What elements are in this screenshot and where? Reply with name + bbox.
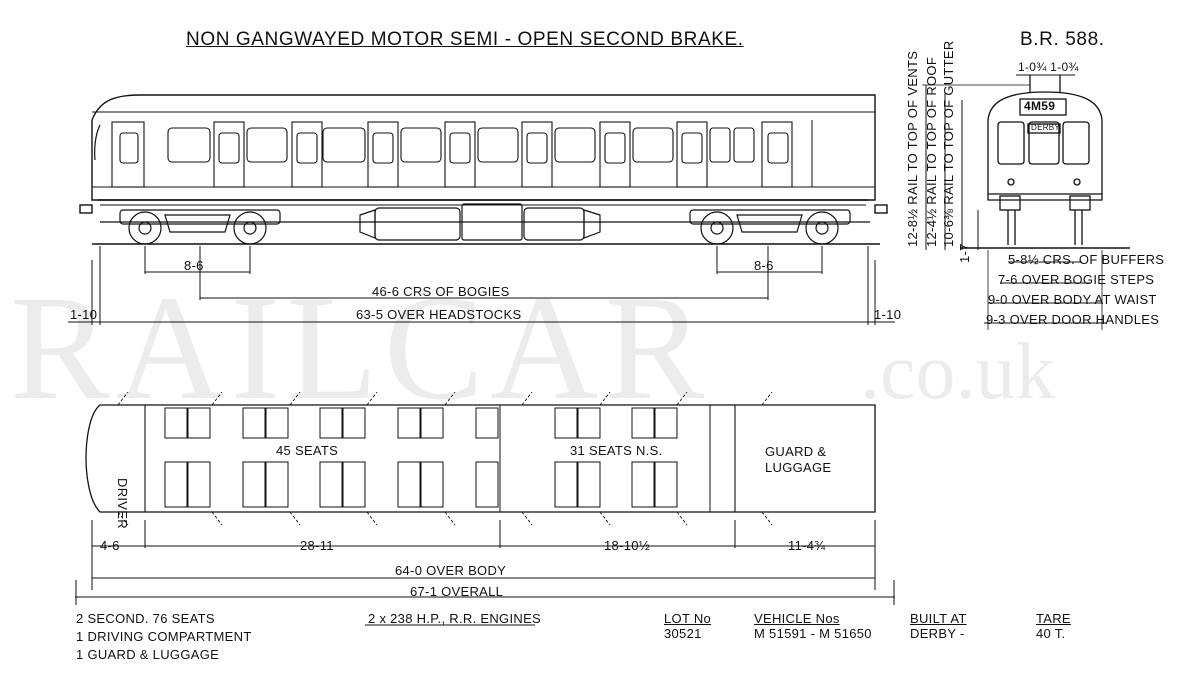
width-door-handles: 9-3 OVER DOOR HANDLES	[986, 312, 1160, 327]
destination-blind: DERBY	[1031, 123, 1061, 132]
end-view	[922, 74, 1130, 330]
dim-cab: 4-6	[100, 538, 120, 553]
tare-value: 40 T.	[1036, 626, 1066, 641]
height-step: 1-7	[957, 243, 972, 263]
plan-seats	[164, 407, 678, 508]
summary-line-3: 1 GUARD & LUGGAGE	[76, 647, 220, 662]
tare-label: TARE	[1036, 611, 1071, 626]
headcode-box	[1019, 98, 1067, 116]
end-top-width: 1-0¾ 1-0¾	[1018, 60, 1079, 74]
dim-over-body: 64-0 OVER BODY	[395, 563, 507, 578]
roof-line	[91, 94, 876, 121]
bogie-wheelbase-left: 8-6	[184, 258, 204, 273]
vehicle-label: VEHICLE Nos	[754, 611, 840, 626]
end-body	[987, 91, 1103, 201]
bogie-centres: 46-6 CRS OF BOGIES	[372, 284, 510, 299]
headcode-label: 4M59	[1024, 99, 1056, 113]
seats-section-b: 31 SEATS N.S.	[570, 443, 663, 458]
plan-dimensions	[75, 520, 895, 605]
side-windows	[119, 127, 789, 164]
dim-saloon-b: 18-10½	[604, 538, 650, 553]
height-gutter: 10-6⅜ RAIL TO TOP OF GUTTER	[941, 40, 956, 247]
width-waist: 9-0 OVER BODY AT WAIST	[988, 292, 1157, 307]
right-bogie	[689, 209, 851, 245]
driver-label: DRIVER	[115, 478, 130, 529]
drawing-reference: B.R. 588.	[1020, 29, 1105, 50]
summary-line-1: 2 SECOND. 76 SEATS	[76, 611, 215, 626]
height-vents: 12-8½ RAIL TO TOP OF VENTS	[905, 50, 920, 247]
lot-value: 30521	[664, 626, 702, 641]
lot-label: LOT No	[664, 611, 712, 626]
drawing-title: NON GANGWAYED MOTOR SEMI - OPEN SECOND B…	[186, 29, 744, 50]
vehicle-value: M 51591 - M 51650	[754, 626, 872, 641]
guard-label-2: LUGGAGE	[765, 460, 832, 475]
dim-overall: 67-1 OVERALL	[410, 584, 504, 599]
engines: 2 x 238 H.P., R.R. ENGINES	[368, 611, 542, 626]
left-bogie	[119, 209, 281, 245]
seats-section-a: 45 SEATS	[276, 443, 339, 458]
watermark-main: RAILCAR	[10, 265, 710, 431]
guard-label-1: GUARD &	[765, 444, 827, 459]
side-dimensions	[68, 246, 895, 325]
side-doors	[111, 121, 793, 188]
door-swings	[117, 391, 773, 526]
plan-outline	[85, 404, 876, 513]
width-bogie-steps: 7-6 OVER BOGIE STEPS	[998, 272, 1155, 287]
overhang-right: 1-10	[874, 307, 902, 322]
watermark-suffix: .co.uk	[860, 328, 1056, 416]
height-roof: 12-4½ RAIL TO TOP OF ROOF	[924, 56, 939, 247]
bogie-wheelbase-right: 8-6	[754, 258, 774, 273]
plan-view	[85, 391, 876, 526]
built-value: DERBY -	[910, 626, 965, 641]
width-buffers: 5-8½ CRS. OF BUFFERS	[1008, 252, 1165, 267]
over-headstocks: 63-5 OVER HEADSTOCKS	[356, 307, 522, 322]
dim-saloon-a: 28-11	[300, 538, 334, 553]
summary-line-2: 1 DRIVING COMPARTMENT	[76, 629, 252, 644]
overhang-left: 1-10	[70, 307, 98, 322]
dim-guard: 11-4¾	[788, 538, 826, 553]
watermark: RAILCAR .co.uk	[10, 265, 1056, 431]
built-label: BUILT AT	[910, 611, 967, 626]
side-elevation	[79, 94, 888, 245]
